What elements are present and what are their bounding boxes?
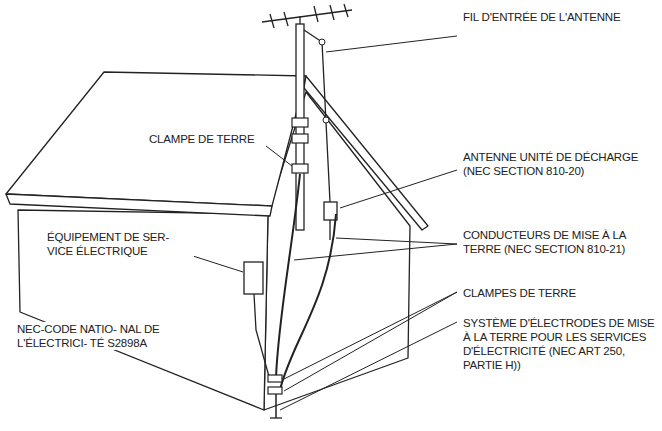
lead-in-wire (329, 220, 330, 240)
service-ground-wire (254, 294, 270, 380)
service-equipment-label: ÉQUIPEMENT DE SER- VICE ÉLECTRIQUE (46, 230, 194, 258)
standoff (319, 39, 325, 45)
lead-in-wire (304, 30, 330, 202)
roof-edge (6, 194, 272, 216)
discharge-unit-label: ANTENNE UNITÉ DE DÉCHARGE (NEC SECTION 8… (462, 150, 659, 178)
ground-electrode (270, 417, 282, 418)
ground-clamp-label: CLAMPE DE TERRE (148, 132, 266, 146)
mast-clamps (292, 118, 308, 173)
electrode-system-label: SYSTÈME D'ÉLECTRODES DE MISE À LA TERRE … (462, 316, 659, 372)
standoff (323, 117, 329, 123)
ground-conductor (280, 214, 336, 390)
service-equipment (244, 262, 263, 294)
ground-conductor-label: CONDUCTEURS DE MISE À LA TERRE (NEC SECT… (462, 228, 659, 256)
roof (6, 72, 306, 206)
lead-in-label: FIL D'ENTRÉE DE L'ANTENNE (462, 10, 659, 24)
leader-lines (193, 36, 457, 410)
ground-clamps-label: CLAMPES DE TERRE (462, 286, 659, 300)
code-note: NEC-CODE NATIO- NAL DE L'ÉLECTRICI- TÉ S… (16, 322, 168, 350)
antenna (262, 4, 352, 30)
ground-electrode (275, 394, 277, 418)
front-wall (18, 210, 268, 410)
gable-edge (304, 76, 428, 230)
ground-clamps (268, 375, 282, 394)
